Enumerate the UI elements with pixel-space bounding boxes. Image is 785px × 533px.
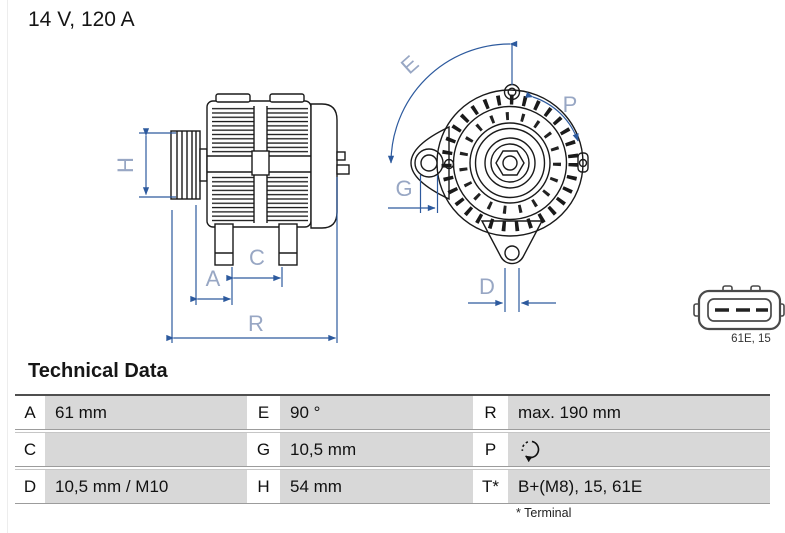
alternator-side-view: H A C R [113, 93, 350, 343]
pulley-hub [199, 148, 208, 182]
cooling-fins [212, 106, 254, 155]
shaft-hex-nut [495, 150, 525, 176]
page-edge-line [7, 0, 8, 533]
cooling-fins [212, 174, 254, 223]
side-view-dimensions: H A C R [113, 128, 338, 343]
alternator-technical-drawing: H A C R [113, 40, 785, 345]
cell-label-D: D [15, 470, 45, 503]
cell-value-T: B+(M8), 15, 61E [508, 470, 770, 503]
cell-label-C: C [15, 433, 45, 466]
dim-label-E: E [396, 50, 424, 78]
dim-label-P: P [563, 92, 578, 117]
top-boss-front [215, 93, 251, 103]
terminal-stub [336, 151, 346, 161]
cell-label-A: A [15, 396, 45, 429]
terminal-stub [336, 164, 350, 175]
housing [206, 93, 350, 229]
cell-label-T: T* [473, 470, 508, 503]
cell-label-H: H [247, 470, 280, 503]
top-boss-rear [269, 93, 305, 103]
mounting-feet [214, 223, 298, 266]
product-rating-title: 14 V, 120 A [28, 8, 135, 31]
table-row: C G 10,5 mm P [15, 432, 770, 467]
rotation-direction-icon [521, 440, 540, 462]
cell-value-E: 90 ° [280, 396, 473, 429]
cell-label-E: E [247, 396, 280, 429]
cell-label-P: P [473, 433, 508, 466]
dim-label-R: R [248, 311, 264, 336]
cooling-fins [267, 106, 308, 155]
cell-value-H: 54 mm [280, 470, 473, 503]
bottom-lug-hole [504, 245, 520, 261]
cell-label-G: G [247, 433, 280, 466]
pulley [170, 130, 208, 200]
inner-slot-ring [459, 112, 561, 214]
dim-label-D: D [479, 274, 495, 299]
alternator-front-view: E P G D [387, 40, 589, 312]
front-view-dimensions: E P G D [387, 40, 579, 312]
dim-label-C: C [249, 245, 265, 270]
technical-data-heading: Technical Data [28, 360, 168, 382]
dim-label-G: G [395, 176, 412, 201]
cell-value-C [45, 433, 247, 466]
connector-terminals-label: 61E, 15 [731, 333, 771, 345]
left-lug-hole [420, 154, 438, 172]
cooling-slot-ring [441, 94, 579, 232]
cell-value-G: 10,5 mm [280, 433, 473, 466]
cooling-fins [267, 174, 308, 223]
plug-connector: 61E, 15 [693, 285, 785, 345]
cell-label-R: R [473, 396, 508, 429]
table-row: A 61 mm E 90 ° R max. 190 mm [15, 396, 770, 430]
dim-label-A: A [206, 266, 221, 291]
cell-value-A: 61 mm [45, 396, 247, 429]
terminal-footnote: * Terminal [516, 506, 572, 520]
cell-value-R: max. 190 mm [508, 396, 770, 429]
rear-cover [310, 103, 338, 229]
technical-data-table: A 61 mm E 90 ° R max. 190 mm C G 10,5 mm… [15, 394, 770, 504]
bottom-mounting-lug [480, 220, 544, 265]
stator-band [251, 150, 270, 176]
table-row: D 10,5 mm / M10 H 54 mm T* B+(M8), 15, 6… [15, 469, 770, 504]
cell-value-P [508, 433, 770, 466]
dim-label-H: H [113, 157, 138, 173]
cell-value-D: 10,5 mm / M10 [45, 470, 247, 503]
